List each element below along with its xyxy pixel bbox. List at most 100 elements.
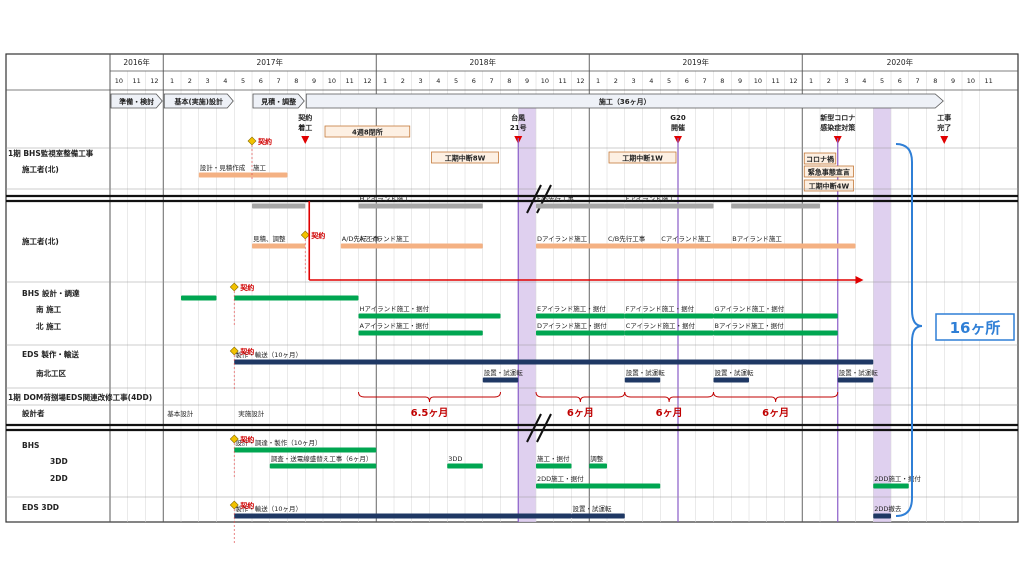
callout-label: 工期中断8W — [445, 154, 486, 163]
design-label: 実施設計 — [238, 409, 265, 418]
month-tick-label: 4 — [436, 77, 440, 85]
milestone-label: 開催 — [671, 123, 685, 132]
task-bar-label: 製作・輸送（10ヶ月） — [235, 504, 302, 513]
task-bar-label: 設置・試運転 — [626, 368, 666, 377]
highlight-band — [518, 108, 536, 522]
task-bar-label: 3DD — [448, 455, 462, 463]
row-label: 1期 DOM荷捌場EDS関連改修工事(4DD) — [8, 392, 152, 402]
month-tick-label: 9 — [738, 77, 742, 85]
row-label: 2DD — [50, 474, 68, 483]
callout-label: 工期中断1W — [622, 154, 663, 163]
row-label: BHS 設計・調達 — [22, 288, 80, 298]
task-bar — [713, 313, 838, 319]
month-tick-label: 6 — [472, 77, 476, 85]
month-tick-label: 1 — [596, 77, 600, 85]
task-bar — [234, 447, 377, 453]
highlight-band — [873, 108, 891, 522]
task-bar-label: 2DD施工・据付 — [537, 474, 584, 483]
callout-label: 4週8閉所 — [352, 128, 383, 137]
task-bar — [837, 377, 874, 383]
task-bar — [731, 243, 856, 249]
task-bar-label: Hアイランド施工 — [360, 194, 411, 203]
phase-label: 基本(実施)設計 — [174, 97, 223, 106]
task-bar — [358, 203, 483, 209]
duration-label: 6ヶ月 — [762, 407, 789, 419]
month-tick-label: 7 — [277, 77, 281, 85]
task-bar — [234, 295, 359, 301]
month-tick-label: 11 — [558, 77, 566, 85]
month-tick-label: 3 — [206, 77, 210, 85]
month-tick-label: 10 — [541, 77, 549, 85]
task-bar-label: Bアイランド施工・据付 — [715, 321, 785, 330]
task-bar — [536, 463, 572, 469]
task-bar-label: 見積、調整 — [253, 234, 286, 243]
task-bar-label: 2DD撤去 — [874, 504, 902, 513]
total-callout-box — [935, 313, 1015, 341]
year-label: 2017年 — [256, 57, 283, 67]
chart-frame — [5, 53, 1019, 523]
phase-bar — [110, 93, 163, 109]
row-label: 南 施工 — [36, 304, 62, 314]
design-label: 基本設計 — [167, 409, 194, 418]
task-bar — [482, 377, 519, 383]
task-bar-label: Fアイランド施工 — [626, 194, 675, 203]
row-label: EDS 製作・輸送 — [22, 349, 79, 359]
duration-brace — [624, 391, 714, 403]
task-bar — [571, 513, 625, 519]
contract-label: 契約 — [257, 137, 272, 146]
month-tick-label: 3 — [632, 77, 636, 85]
task-bar-label: Aアイランド施工 — [360, 234, 410, 243]
task-bar-label: Eアイランド施工・据付 — [537, 304, 606, 313]
month-tick-label: 6 — [685, 77, 689, 85]
month-tick-label: 5 — [454, 77, 458, 85]
month-tick-label: 9 — [951, 77, 955, 85]
milestone-label: 感染症対策 — [820, 123, 856, 132]
phase-bar — [305, 93, 944, 109]
task-bar-label: 調査・送電線盛替え工事（6ヶ月） — [271, 454, 373, 463]
task-bar-label: 設計・見積作成 — [200, 163, 246, 172]
phase-bar — [163, 93, 234, 109]
task-bar — [269, 463, 377, 469]
row-label: 設計者 — [22, 408, 45, 418]
task-bar — [358, 313, 501, 319]
milestone-marker — [301, 136, 310, 144]
month-tick-label: 7 — [703, 77, 707, 85]
task-bar-label: Dアイランド施工・据付 — [537, 321, 607, 330]
task-bar-label: A/D先行工事 — [342, 234, 380, 243]
row-label: EDS 3DD — [22, 503, 59, 512]
task-bar — [731, 203, 820, 209]
month-tick-label: 10 — [754, 77, 762, 85]
month-tick-label: 12 — [789, 77, 797, 85]
contract-label: 契約 — [239, 435, 254, 444]
task-bar — [713, 377, 749, 383]
month-tick-label: 6 — [259, 77, 263, 85]
task-bar-label: C/B先行工事 — [608, 234, 646, 243]
task-bar — [589, 463, 607, 469]
task-bar-label: 施工・据付 — [537, 454, 570, 463]
task-bar-label: 製作・輸送（10ヶ月） — [235, 350, 302, 359]
task-bar — [660, 243, 749, 249]
callout-box — [324, 125, 411, 138]
task-bar — [624, 203, 714, 209]
task-bar — [358, 330, 483, 336]
month-tick-label: 10 — [115, 77, 123, 85]
task-bar-label: Hアイランド施工・据付 — [360, 304, 430, 313]
task-bar-label: Dアイランド施工 — [537, 234, 588, 243]
month-tick-label: 8 — [507, 77, 511, 85]
task-bar-label: Bアイランド施工 — [732, 234, 782, 243]
task-bar-label: 設置・試運転 — [484, 368, 524, 377]
year-label: 2018年 — [469, 57, 496, 67]
contract-label: 契約 — [239, 283, 254, 292]
total-brace — [895, 143, 923, 517]
month-tick-label: 3 — [845, 77, 849, 85]
month-tick-label: 11 — [132, 77, 140, 85]
duration-brace — [535, 391, 626, 403]
break-mark — [526, 413, 542, 443]
month-tick-label: 9 — [312, 77, 316, 85]
phase-label: 見積・調整 — [260, 97, 296, 106]
phase-label: 準備・検討 — [119, 97, 154, 106]
callout-box — [803, 179, 854, 192]
break-mark — [526, 184, 542, 214]
task-bar — [713, 330, 838, 336]
duration-brace — [713, 391, 839, 403]
